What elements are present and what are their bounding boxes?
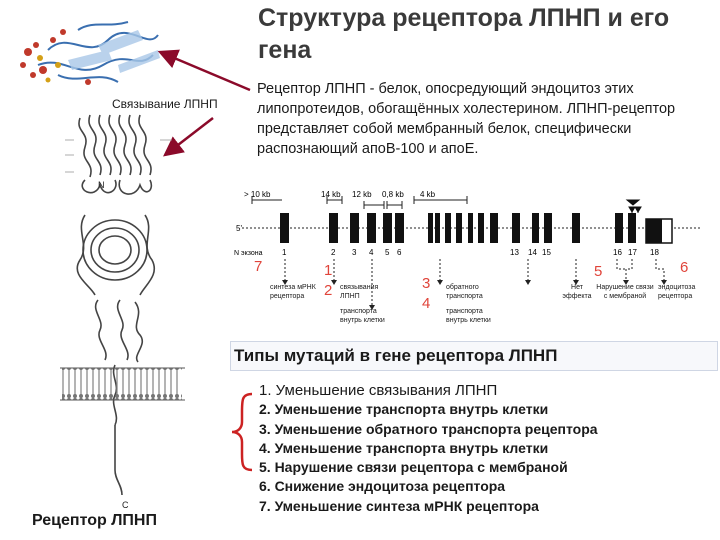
- gene-diagram: > 10 kb 14 kb 12 kb 0,8 kb 4 kb 5' N экз…: [234, 190, 702, 324]
- exon-num: 3: [352, 248, 357, 257]
- receptor-description: Рецептор ЛПНП - белок, опосредующий эндо…: [257, 81, 676, 157]
- distance-label-4: 0,8 kb: [382, 190, 404, 199]
- exons: [280, 213, 673, 244]
- exon-num: 17: [628, 248, 637, 257]
- red-number: 4: [422, 295, 430, 312]
- exon-num: 13: [510, 248, 519, 257]
- list-item: 3. Уменьшение обратного транспорта рецеп…: [259, 420, 598, 437]
- effect-label: транспорта внутрь клетки: [340, 308, 385, 324]
- red-number: 2: [324, 282, 332, 299]
- effect-label: синтеза мРНК рецептора: [270, 284, 316, 300]
- red-number: 7: [254, 258, 262, 275]
- exon-num: 1: [282, 248, 287, 257]
- distance-label-3: 12 kb: [352, 190, 372, 199]
- c-terminus-label: C: [122, 500, 129, 510]
- effect-label: Нарушение связи с мембраной: [596, 284, 654, 300]
- list-item: 7. Уменьшение синтеза мРНК рецептора: [259, 497, 539, 514]
- brace: [231, 392, 253, 472]
- exon-num: 14: [528, 248, 537, 257]
- exon-num: 15: [542, 248, 551, 257]
- list-item: 4. Уменьшение транспорта внутрь клетки: [259, 439, 549, 456]
- effect-label: транспорта внутрь клетки: [446, 308, 491, 324]
- pointer-arrows: [157, 49, 251, 157]
- exon-number-label: N экзона: [234, 250, 263, 257]
- exon-num: 18: [650, 248, 659, 257]
- distance-label-2: 14 kb: [321, 190, 341, 199]
- binding-label: Связывание ЛПНП: [112, 97, 218, 111]
- list-item: 5. Нарушение связи рецептора с мембраной: [259, 459, 568, 476]
- red-number: 3: [422, 275, 430, 292]
- exon-num: 4: [369, 248, 374, 257]
- mutation-list: 1. Уменьшение связывания ЛПНП 2. Уменьше…: [259, 381, 598, 516]
- effect-label: эндоцитоза рецептора: [658, 284, 696, 300]
- distance-label-1: > 10 kb: [244, 190, 271, 199]
- list-item: 6. Снижение эндоцитоза рецептора: [259, 478, 506, 495]
- slide-title: Структура рецептора ЛПНП и его гена: [258, 4, 670, 64]
- effect-label: обратного транспорта рецептора: [446, 284, 483, 303]
- n-terminus-label: N: [98, 180, 105, 190]
- mutation-types-header: Типы мутаций в гене рецептора ЛПНП: [230, 341, 718, 371]
- red-number: 6: [680, 259, 688, 276]
- receptor-caption: Рецептор ЛПНП: [32, 512, 157, 529]
- exon-num: 2: [331, 248, 336, 257]
- list-item: 2. Уменьшение транспорта внутрь клетки: [259, 401, 549, 418]
- effect-label: Нет эффекта: [562, 284, 592, 300]
- exon-num: 6: [397, 248, 402, 257]
- exon-num: 5: [385, 248, 390, 257]
- red-number: 5: [594, 263, 602, 280]
- five-prime-label: 5': [236, 224, 242, 233]
- list-item: 1. Уменьшение связывания ЛПНП: [259, 382, 498, 399]
- protein-structure-image: [20, 21, 160, 85]
- effect-label: связывания ЛПНП: [340, 284, 379, 300]
- mutation-types-title: Типы мутаций в гене рецептора ЛПНП: [234, 346, 558, 365]
- receptor-schematic: N C: [60, 114, 185, 510]
- distance-label-5: 4 kb: [420, 190, 436, 199]
- exon-num: 16: [613, 248, 622, 257]
- red-number: 1: [324, 262, 332, 279]
